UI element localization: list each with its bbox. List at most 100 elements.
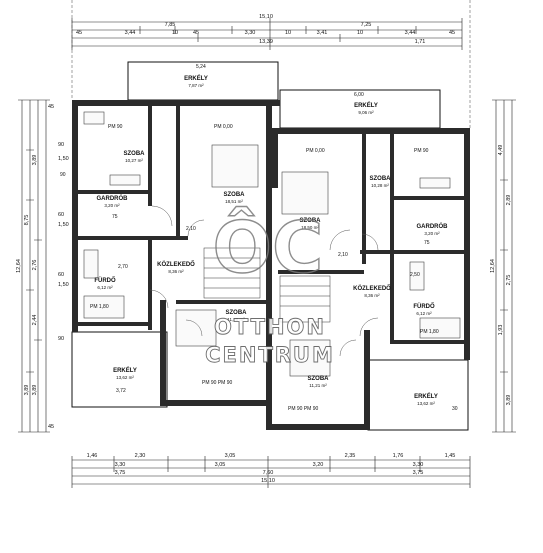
dim-left-r3: 1,50 (58, 156, 69, 162)
dim-left-r1: 3,89 (24, 385, 30, 396)
room-area: 18,51 m² (225, 199, 243, 204)
watermark-logo-letters: ÔC (213, 207, 324, 289)
dim-bottom-r1: 2,30 (135, 453, 146, 459)
dim-left-r2: 3,89 (32, 385, 38, 396)
dim-bottom-r3: 7,60 (263, 470, 274, 476)
misc-label: 2,10 (186, 226, 196, 232)
door-swings (149, 205, 379, 357)
dim-right-total: 12,64 (490, 259, 496, 273)
dim-bottom-r1: 1,46 (87, 453, 98, 459)
room-labels: ERKÉLY 7,87 m² ERKÉLY 9,06 m² SZOBA 10,2… (94, 74, 448, 406)
dim-left-r1: 8,75 (24, 215, 30, 226)
room-name: ERKÉLY (354, 101, 378, 109)
dim-left-r2: 2,76 (32, 260, 38, 271)
dim-top-r3: 1,71 (415, 39, 426, 45)
door-label: PM 90 PM 90 (288, 406, 319, 412)
dim-top-r2: 3,30 (245, 30, 256, 36)
misc-label: 2,50 (410, 272, 420, 278)
room-area: 6,12 m² (97, 285, 113, 290)
stairs (203, 247, 331, 323)
door-label: PM 1,80 (90, 304, 109, 310)
balcony-width: 5,24 (196, 64, 206, 70)
dim-bottom-r3: 3,75 (413, 470, 424, 476)
dim-left-r3: 1,50 (58, 222, 69, 228)
dim-left-r3: 60 (58, 212, 64, 218)
dim-left-r3: 45 (48, 424, 54, 430)
furniture (83, 111, 461, 377)
dim-right-r2: 3,89 (506, 395, 512, 406)
dim-bottom-r2: 3,30 (115, 462, 126, 468)
dim-left-r2: 2,44 (32, 315, 38, 326)
room-area: 13,62 m² (417, 401, 435, 406)
room-name: KÖZLEKEDŐ (157, 261, 195, 268)
room-area: 3,20 m² (104, 203, 120, 208)
room-name: SZOBA (226, 310, 248, 316)
room-name: GARDRÓB (417, 222, 449, 230)
room-area: 9,06 m² (358, 110, 374, 115)
watermark-line-2: CENTRUM (205, 343, 335, 367)
door-labels: PM 90 PM 0,00 PM 0,00 PM 90 PM 1,80 PM 1… (60, 64, 458, 412)
room-area: 11,21 m² (309, 383, 327, 388)
room-area: 13,62 m² (116, 375, 134, 380)
dim-bottom-r2: 3,20 (313, 462, 324, 468)
dim-right-r2: 2,75 (506, 275, 512, 286)
dim-top-r2: 45 (449, 30, 455, 36)
room-name: ERKÉLY (184, 74, 208, 82)
dim-bottom-r2: 3,30 (413, 462, 424, 468)
misc-label: 2,10 (338, 252, 348, 258)
dim-left-r2: 3,89 (32, 155, 38, 166)
room-name: SZOBA (124, 151, 146, 157)
dim-top-r2: 45 (76, 30, 82, 36)
dim-bottom-r1: 3,05 (225, 453, 236, 459)
dim-top-total: 15,10 (259, 14, 273, 20)
dim-left-r3: 1,50 (58, 282, 69, 288)
dim-top-right: 7,25 (361, 22, 372, 28)
dashed-outline (71, 0, 471, 130)
room-area: 8,36 m² (168, 269, 184, 274)
dim-right-r1: 1,93 (498, 325, 504, 336)
room-name: ERKÉLY (414, 392, 438, 400)
dim-top-r3: 13,39 (259, 39, 273, 45)
dim-bottom-r2: 3,05 (215, 462, 226, 468)
balcony-width: 3,72 (116, 388, 126, 394)
room-area: 10,27 m² (125, 158, 143, 163)
door-label: PM 90 PM 90 (202, 380, 233, 386)
misc-label: 90 (60, 172, 66, 178)
dim-bottom-r1: 1,45 (445, 453, 456, 459)
room-name: FÜRDŐ (413, 303, 435, 310)
room-name: SZOBA (308, 376, 330, 382)
dimension-texts: 15,10 7,85 7,25 45 3,44 10 45 3,30 10 3,… (16, 14, 512, 484)
dim-bottom-total: 15,10 (261, 478, 275, 484)
dim-left-r3: 45 (48, 104, 54, 110)
misc-label: 30 (452, 406, 458, 412)
dim-bottom-r1: 2,35 (345, 453, 356, 459)
room-area: 18,50 m² (301, 225, 319, 230)
dim-top-left: 7,85 (165, 22, 176, 28)
room-name: GARDRÓB (97, 194, 129, 202)
dim-top-r2: 10 (357, 30, 363, 36)
watermark-logo: ÔC OTTHON CENTRUM (205, 206, 335, 367)
door-label: PM 0,00 (306, 148, 325, 154)
dim-right-r1: 4,49 (498, 145, 504, 156)
room-name: SZOBA (300, 218, 322, 224)
door-label: PM 90 (108, 124, 123, 130)
room-area: 6,12 m² (416, 311, 432, 316)
room-area: 11,20 m² (227, 317, 245, 322)
dim-left-r3: 90 (58, 142, 64, 148)
room-area: 7,87 m² (188, 83, 204, 88)
door-label: PM 0,00 (214, 124, 233, 130)
dim-right-r2: 2,89 (506, 195, 512, 206)
dim-left-total: 12,64 (16, 259, 22, 273)
dim-top-r2: 3,44 (125, 30, 136, 36)
watermark-line-1: OTTHON (214, 315, 326, 339)
room-area: 8,36 m² (364, 293, 380, 298)
dim-top-r2: 45 (193, 30, 199, 36)
misc-label: 75 (424, 240, 430, 246)
door-label: PM 90 (414, 148, 429, 154)
dim-left-r3: 60 (58, 272, 64, 278)
dimension-lines (18, 18, 516, 488)
misc-label: 75 (112, 214, 118, 220)
room-name: SZOBA (370, 176, 392, 182)
dim-top-r2: 3,41 (317, 30, 328, 36)
